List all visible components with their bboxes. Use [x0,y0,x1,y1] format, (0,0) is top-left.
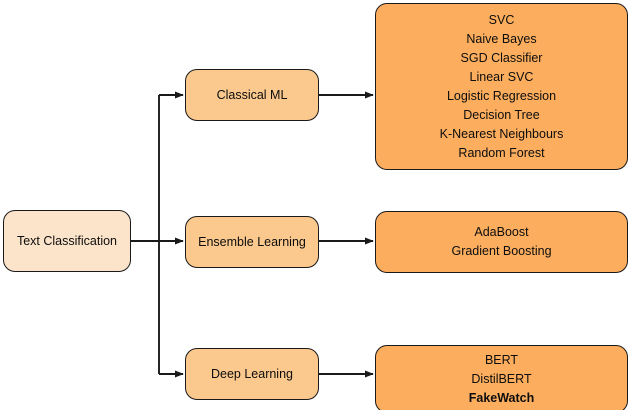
method-item: SVC [488,12,515,27]
node-classical-ml[interactable]: Classical ML [185,69,319,121]
method-item: K-Nearest Neighbours [439,126,564,141]
node-deep-learning-methods[interactable]: BERT DistilBERT FakeWatch [375,345,628,410]
node-label: Text Classification [16,233,118,248]
node-ensemble-learning-methods[interactable]: AdaBoost Gradient Boosting [375,211,628,273]
method-item: DistilBERT [471,371,532,386]
method-item: Linear SVC [469,69,534,84]
node-ensemble-learning[interactable]: Ensemble Learning [185,216,319,268]
method-item: Logistic Regression [446,88,557,103]
node-label: Ensemble Learning [198,234,306,249]
method-item: Naive Bayes [466,31,537,46]
node-classical-ml-methods[interactable]: SVC Naive Bayes SGD Classifier Linear SV… [375,3,628,170]
method-item: Random Forest [458,145,545,160]
node-deep-learning[interactable]: Deep Learning [185,348,319,400]
node-label: Deep Learning [210,366,293,381]
method-item: BERT [484,352,519,367]
method-item-highlighted: FakeWatch [468,390,535,405]
method-item: Gradient Boosting [451,244,552,258]
method-item: SGD Classifier [460,50,543,65]
method-item: Decision Tree [463,107,540,122]
method-item: AdaBoost [474,225,529,239]
node-text-classification[interactable]: Text Classification [3,210,131,272]
node-label: Classical ML [216,87,288,102]
